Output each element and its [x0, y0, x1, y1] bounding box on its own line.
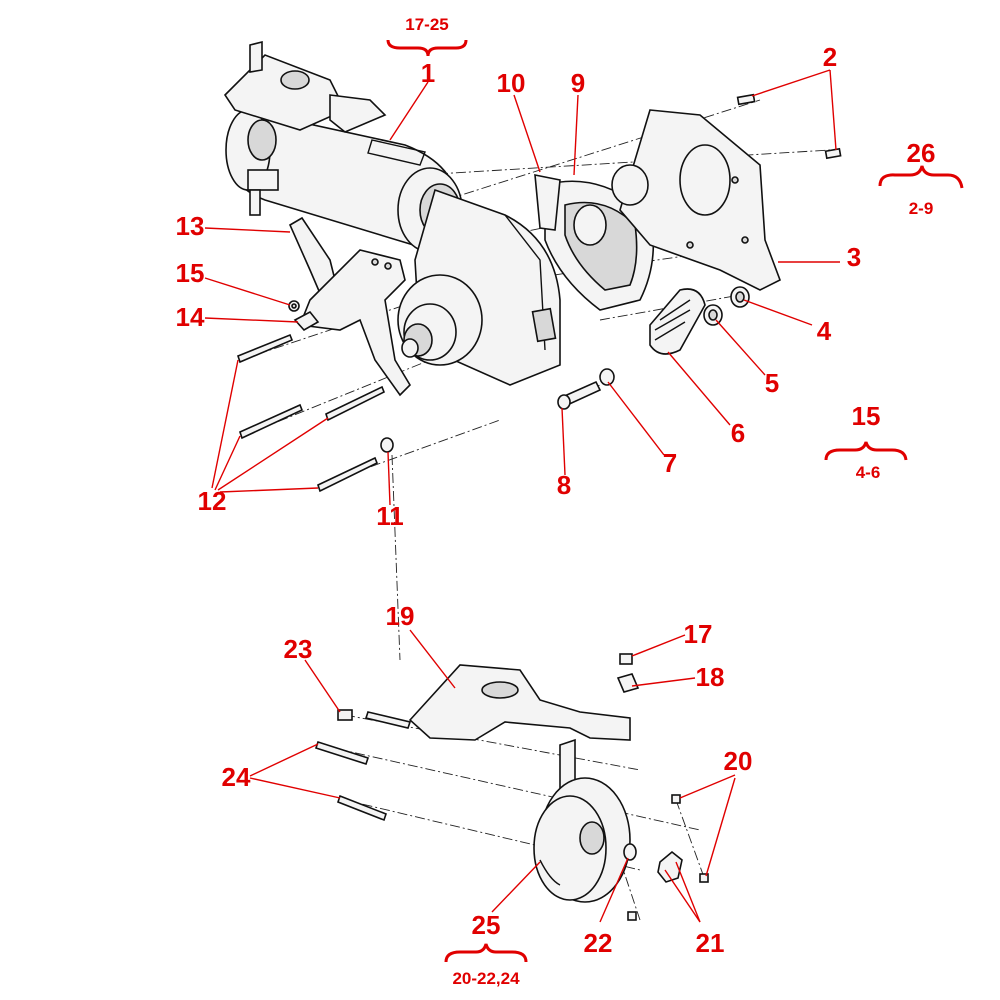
callout-14: 14: [176, 302, 205, 332]
bolt-8-washer-7: [557, 368, 615, 410]
coupling-parts-4-5-6: [649, 286, 750, 355]
callout-labels: 17-25 1 2 3 4 5 6 7 8 9 10 11 12 13 15 1…: [176, 15, 936, 988]
group-25-range: 20-22,24: [452, 969, 520, 988]
callout-4: 4: [817, 316, 832, 346]
callout-12: 12: [198, 486, 227, 516]
small-hardware-20-21-22: [623, 794, 709, 921]
callout-5: 5: [765, 368, 779, 398]
callout-25: 25: [472, 910, 501, 940]
callout-3: 3: [847, 242, 861, 272]
cover-bracket: [408, 664, 631, 741]
callout-20: 20: [724, 746, 753, 776]
callout-26: 26: [907, 138, 936, 168]
small-hardware-14-15: [288, 300, 320, 332]
leader-lines: [204, 69, 840, 923]
callout-24: 24: [222, 762, 251, 792]
callout-22: 22: [584, 928, 613, 958]
group-26-range: 2-9: [909, 199, 934, 218]
callout-18: 18: [696, 662, 725, 692]
callout-2: 2: [823, 42, 837, 72]
guard-bracket: [288, 216, 412, 397]
callout-19: 19: [386, 601, 415, 631]
group-braces: [386, 39, 964, 963]
brake-assembly: [533, 738, 631, 903]
callout-15-small: 15: [176, 258, 205, 288]
callout-7: 7: [663, 448, 677, 478]
callout-13: 13: [176, 211, 205, 241]
callout-9: 9: [571, 68, 585, 98]
bolts-2: [736, 93, 842, 160]
long-bolts-12: [237, 333, 394, 493]
callout-23: 23: [284, 634, 313, 664]
motor-assembly: [223, 40, 561, 386]
callout-21: 21: [696, 928, 725, 958]
callout-11: 11: [376, 501, 404, 531]
small-hardware-17-18-23: [337, 653, 640, 729]
mounting-plate: [611, 109, 782, 291]
callout-6: 6: [731, 418, 745, 448]
group-15-range: 4-6: [856, 463, 881, 482]
callout-15-group: 15: [852, 401, 881, 431]
callout-1: 1: [421, 58, 435, 88]
callout-8: 8: [557, 470, 571, 500]
callout-10: 10: [497, 68, 526, 98]
callout-17: 17: [684, 619, 713, 649]
group-label-top-range: 17-25: [405, 15, 448, 34]
long-bolts-24: [314, 740, 387, 822]
